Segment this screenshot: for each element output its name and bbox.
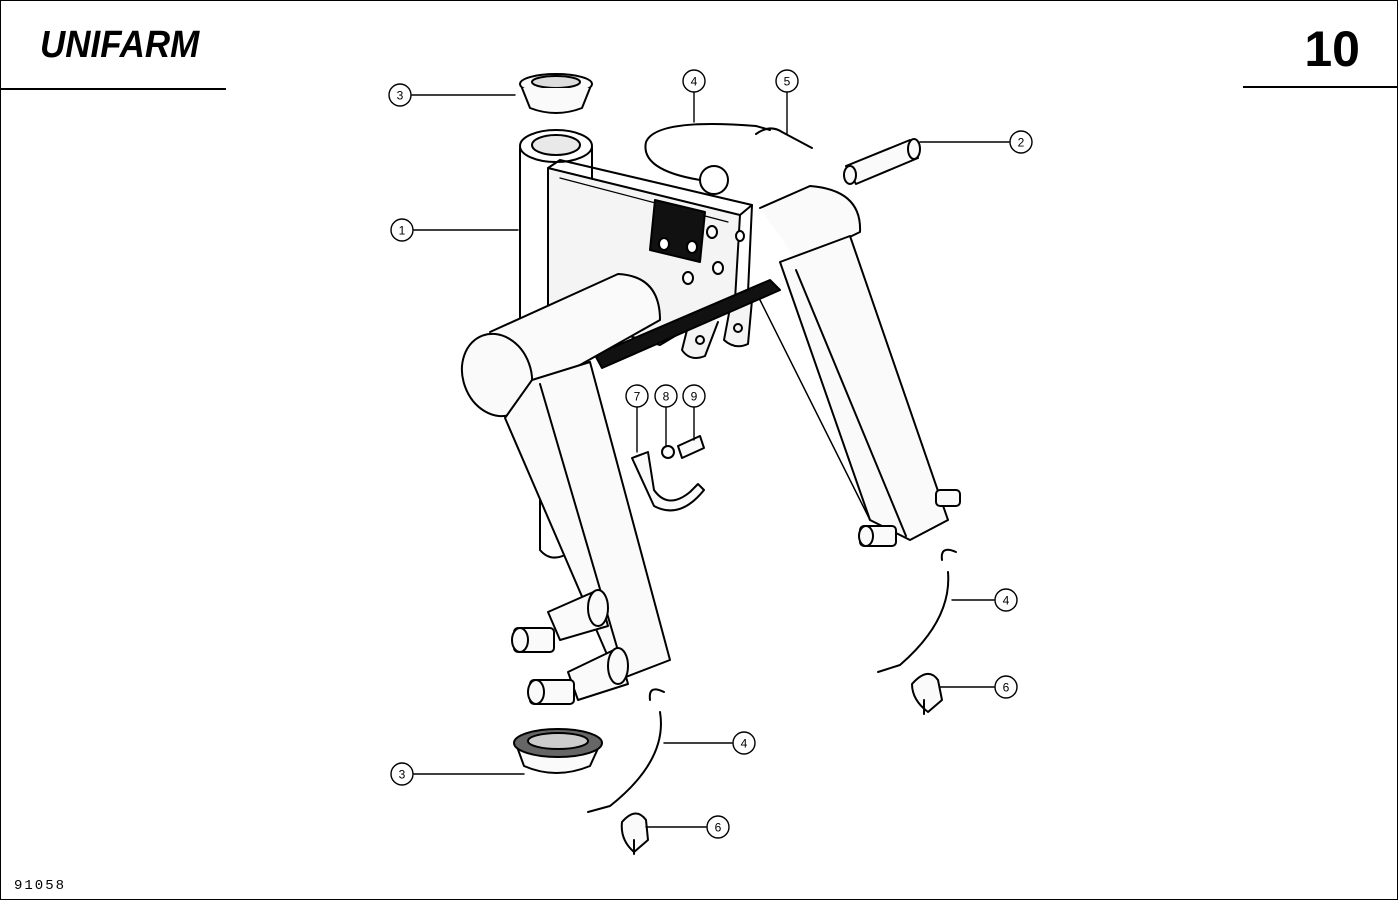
- left-arm: [504, 361, 671, 681]
- callout-3-top: 3: [388, 83, 412, 107]
- hitch-pin: [843, 138, 921, 185]
- lanyard-top-ring: [699, 165, 729, 195]
- lanyard-bottom: [587, 711, 662, 813]
- callout-2-right: 2: [1009, 130, 1033, 154]
- pivot-tube-bore: [531, 134, 581, 156]
- right-arm-inner: [759, 299, 871, 521]
- lug-hole: [733, 323, 743, 333]
- right-arm: [779, 235, 949, 541]
- callout-4-top: 4: [682, 69, 706, 93]
- linch-pin-bottom: [620, 812, 649, 855]
- lanyard-right-ring: [940, 548, 957, 561]
- lanyard-bottom-ring: [648, 688, 665, 701]
- frame-assembly: [460, 129, 961, 705]
- linch-pin-right: [911, 673, 943, 715]
- right-arm-edge: [795, 269, 907, 537]
- callout-3-bottom: 3: [390, 762, 414, 786]
- svg-text:3: 3: [399, 768, 406, 782]
- lanyard-top: [644, 123, 771, 181]
- mounting-plate-edge: [547, 159, 753, 216]
- header-rule-right: [1243, 86, 1398, 88]
- page-number: 10: [1304, 21, 1360, 77]
- svg-text:6: 6: [1003, 681, 1010, 695]
- callout-5-top: 5: [775, 69, 799, 93]
- crossbar-shadow: [594, 279, 781, 369]
- callout-1-left: 1: [390, 218, 414, 242]
- bushing-top: [519, 73, 593, 114]
- svg-text:4: 4: [741, 737, 748, 751]
- svg-text:5: 5: [784, 75, 791, 89]
- svg-text:9: 9: [691, 390, 698, 404]
- svg-text:8: 8: [663, 390, 670, 404]
- lug-hole: [695, 335, 705, 345]
- right-spindles: [858, 489, 961, 547]
- bolt-9: [677, 435, 705, 459]
- leader-lines: [411, 91, 1011, 828]
- left-arm-edge: [539, 383, 627, 679]
- lanyard-right: [877, 571, 950, 673]
- r-clip: [755, 127, 813, 149]
- svg-text:7: 7: [634, 390, 641, 404]
- plate-shadow: [649, 199, 706, 263]
- callout-7: 7: [625, 384, 649, 408]
- svg-text:4: 4: [1003, 594, 1010, 608]
- callout-4-bottom: 4: [732, 731, 756, 755]
- left-arm-cylinder: [489, 273, 661, 393]
- left-spindles: [511, 589, 629, 705]
- bushing-bottom: [513, 728, 603, 774]
- svg-text:6: 6: [715, 821, 722, 835]
- svg-text:1: 1: [399, 224, 406, 238]
- callout-4-right: 4: [994, 588, 1018, 612]
- header-rule-left: [0, 88, 226, 90]
- callout-8: 8: [654, 384, 678, 408]
- washer-8: [661, 445, 675, 459]
- brand-logo-text: UNIFARM: [40, 24, 200, 66]
- svg-text:4: 4: [691, 75, 698, 89]
- svg-text:3: 3: [397, 89, 404, 103]
- plate-holes: [658, 225, 745, 285]
- callout-6-right: 6: [994, 675, 1018, 699]
- svg-text:2: 2: [1018, 136, 1025, 150]
- drawing-number: 91058: [14, 878, 67, 894]
- callout-6-bottom: 6: [706, 815, 730, 839]
- callout-9: 9: [682, 384, 706, 408]
- bracket-7: [631, 451, 705, 512]
